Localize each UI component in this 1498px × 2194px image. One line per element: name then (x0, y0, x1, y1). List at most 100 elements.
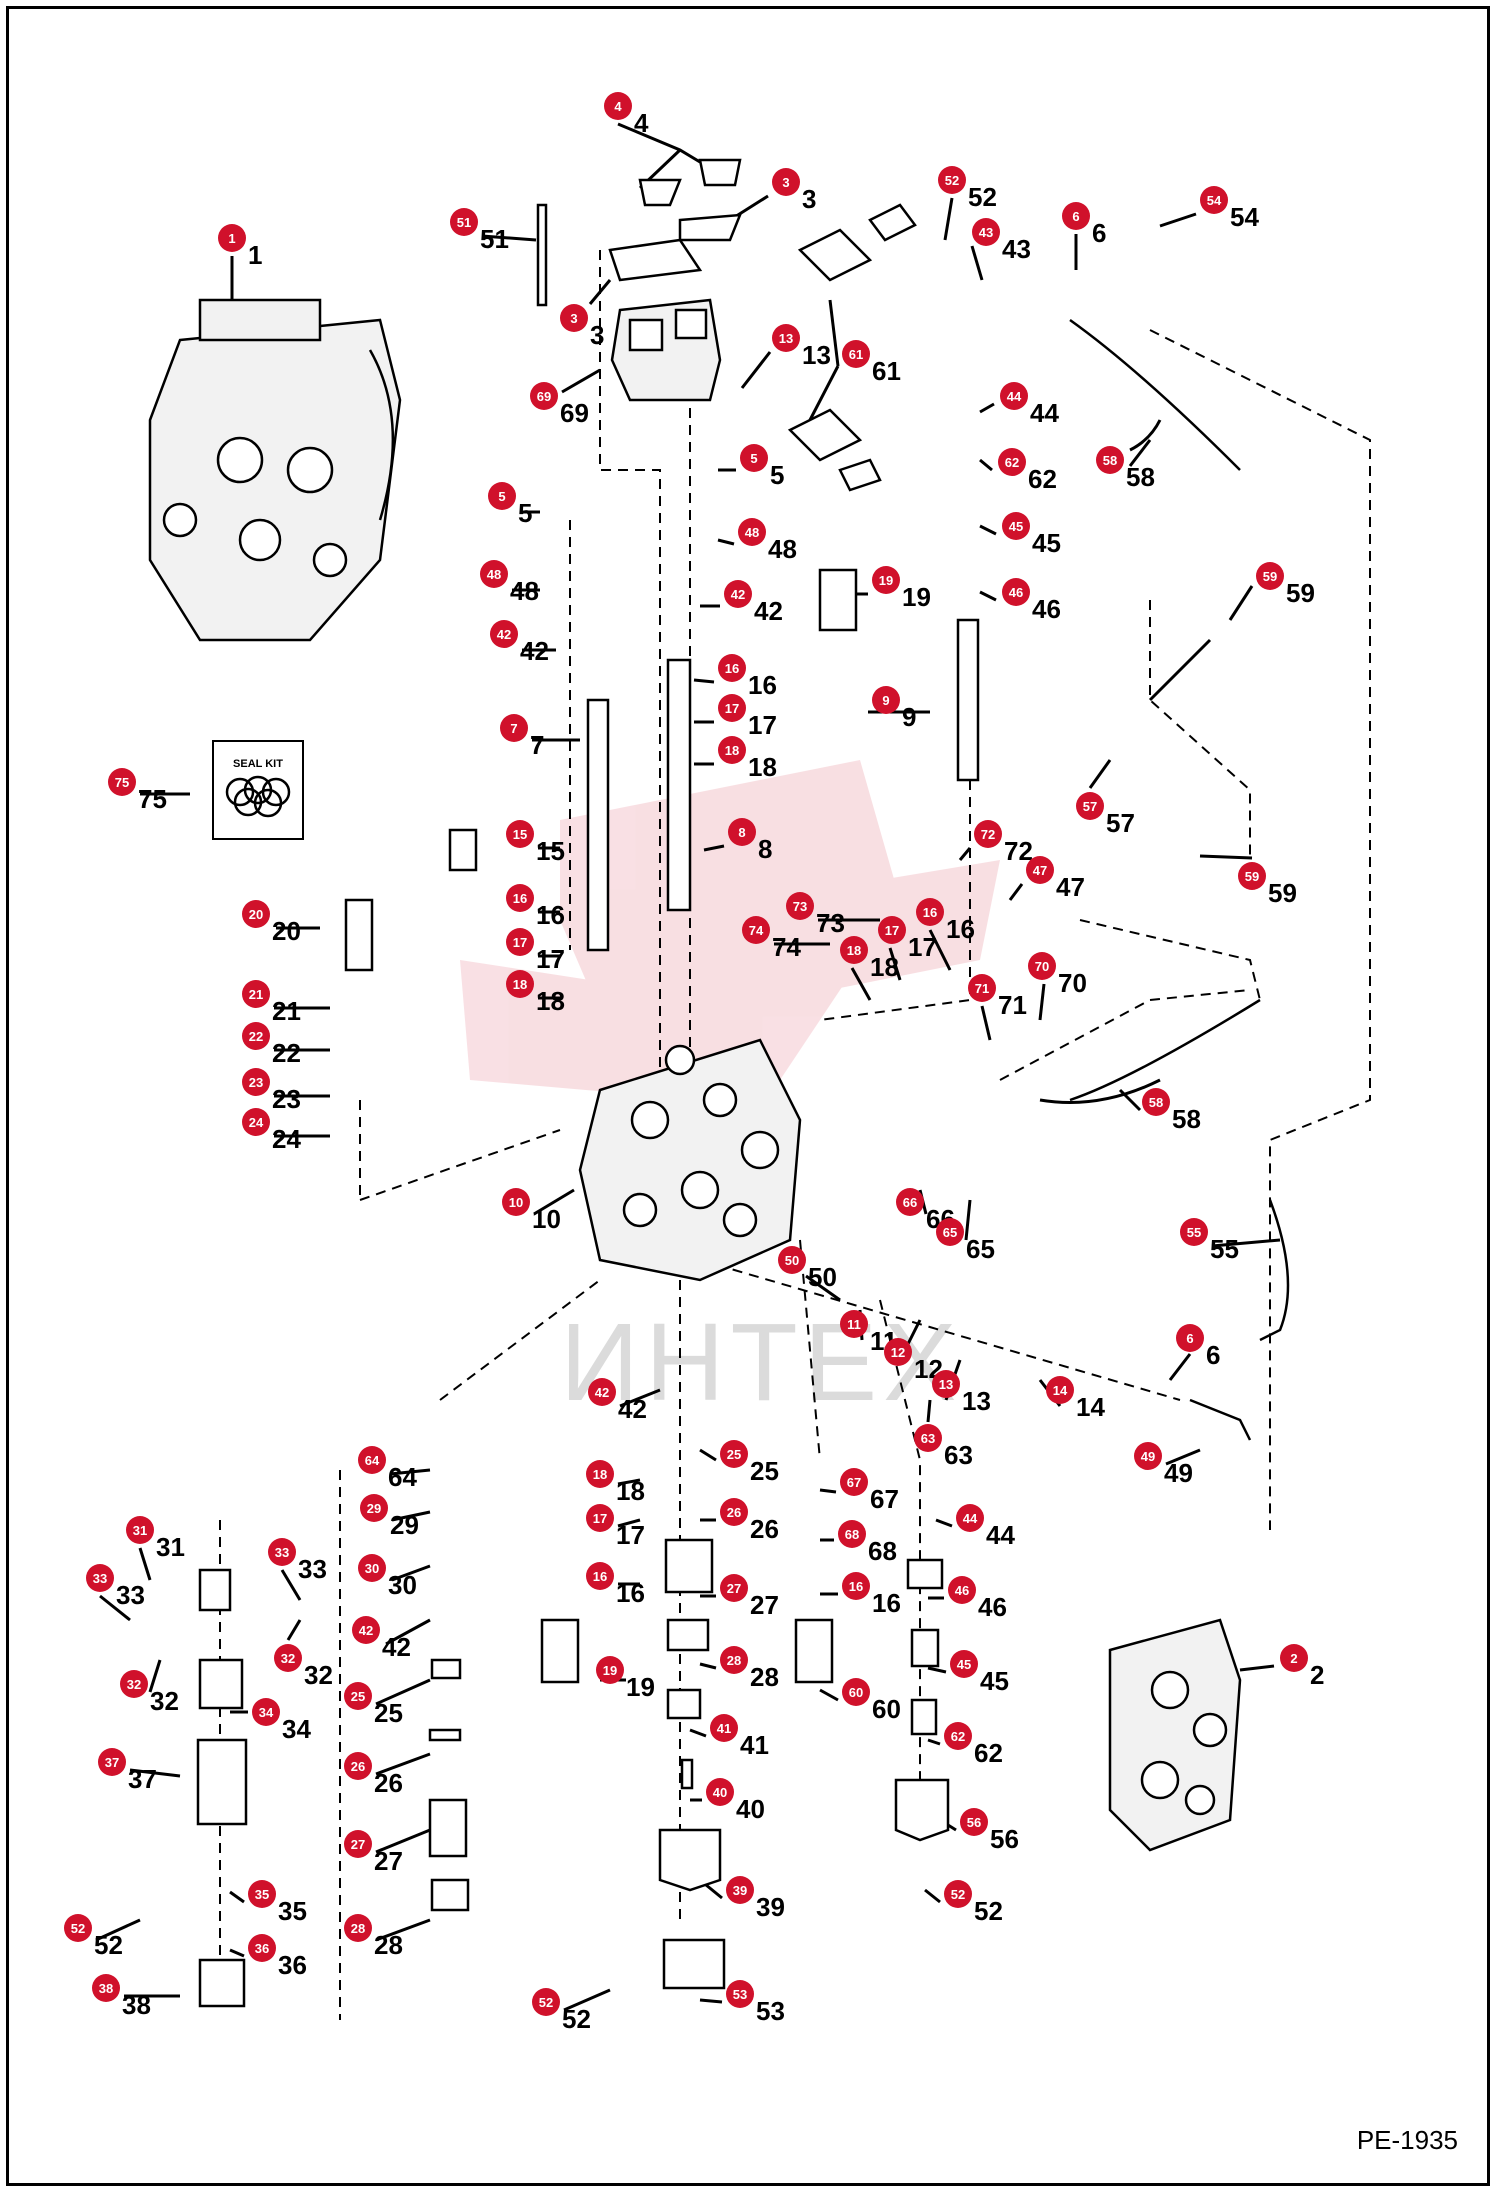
callout-label: 6 (1092, 218, 1106, 249)
callout-label: 52 (562, 2004, 591, 2035)
callout-label: 26 (374, 1768, 403, 1799)
callout-label: 53 (756, 1996, 785, 2027)
callout-label: 33 (298, 1554, 327, 1585)
callout-part-number: 39 (756, 1892, 785, 1922)
callout-part-number: 28 (374, 1930, 403, 1960)
callout-number: 17 (512, 934, 528, 950)
callout-part-number: 50 (808, 1262, 837, 1292)
callout-label: 21 (272, 996, 301, 1027)
callout-number: 46 (1008, 584, 1024, 600)
callout-part-number: 14 (1076, 1392, 1105, 1422)
callout-label: 18 (748, 752, 777, 783)
callout-part-number: 2 (1310, 1660, 1325, 1690)
callout-marker: 19 (596, 1656, 624, 1684)
callout-number: 22 (248, 1028, 264, 1044)
callout-marker: 10 (502, 1188, 530, 1216)
callout-label: 1 (248, 240, 262, 271)
callout-label: 43 (1002, 234, 1031, 265)
callout-label: 45 (1032, 528, 1061, 559)
callout-marker: 45 (1002, 512, 1030, 540)
complete-valve-assembly (148, 298, 402, 642)
callout-label: 46 (1032, 594, 1061, 625)
callout-number: 47 (1032, 862, 1048, 878)
callout-number: 44 (1006, 388, 1022, 404)
callout-label: 4 (634, 108, 648, 139)
callout-part-number: 21 (272, 996, 301, 1026)
callout-label: 49 (1164, 1458, 1193, 1489)
callout-marker: 40 (706, 1778, 734, 1806)
callout-part-number: 17 (536, 944, 565, 974)
callout-marker: 66 (896, 1188, 924, 1216)
callout-label: 13 (962, 1386, 991, 1417)
callout-marker: 16 (506, 884, 534, 912)
callout-marker: 5 (740, 444, 768, 472)
callout-label: 41 (740, 1730, 769, 1761)
callout-marker: 32 (120, 1670, 148, 1698)
callout-part-number: 28 (750, 1662, 779, 1692)
page-frame (6, 6, 1490, 2186)
callout-label: 3 (802, 184, 816, 215)
callout-marker: 41 (710, 1714, 738, 1742)
callout-marker: 74 (742, 916, 770, 944)
callout-number: 42 (496, 626, 512, 642)
callout-number: 48 (744, 524, 760, 540)
callout-number: 43 (978, 224, 994, 240)
callout-label: 71 (998, 990, 1027, 1021)
callout-label: 30 (388, 1570, 417, 1601)
callout-number: 5 (498, 488, 506, 504)
callout-label: 14 (1076, 1392, 1105, 1423)
callout-part-number: 74 (772, 932, 801, 962)
callout-label: 17 (908, 932, 937, 963)
callout-marker: 2 (1280, 1644, 1308, 1672)
callout-marker: 27 (344, 1830, 372, 1858)
callout-number: 66 (902, 1194, 918, 1210)
callout-marker: 58 (1096, 446, 1124, 474)
callout-part-number: 45 (1032, 528, 1061, 558)
callout-label: 37 (128, 1764, 157, 1795)
callout-marker: 60 (842, 1678, 870, 1706)
callout-part-number: 36 (278, 1950, 307, 1980)
solenoid-head (536, 158, 742, 402)
callout-label: 67 (870, 1484, 899, 1515)
callout-part-number: 59 (1286, 578, 1315, 608)
callout-label: 54 (1230, 202, 1259, 233)
callout-label: 42 (754, 596, 783, 627)
callout-part-number: 13 (962, 1386, 991, 1416)
callout-part-number: 16 (748, 670, 777, 700)
callout-label: 19 (626, 1672, 655, 1703)
callout-marker: 72 (974, 820, 1002, 848)
callout-number: 3 (782, 174, 790, 190)
callout-part-number: 58 (1172, 1104, 1201, 1134)
callout-marker: 59 (1238, 862, 1266, 890)
callout-label: 18 (870, 952, 899, 983)
callout-marker: 52 (938, 166, 966, 194)
callout-part-number: 73 (816, 908, 845, 938)
callout-number: 13 (938, 1376, 954, 1392)
main-valve-body (578, 1038, 802, 1282)
harness-connectors (787, 203, 917, 492)
callout-part-number: 52 (968, 182, 997, 212)
callout-label: 35 (278, 1896, 307, 1927)
callout-part-number: 27 (374, 1846, 403, 1876)
seal-kit-label: SEAL KIT (233, 758, 283, 770)
callout-part-number: 13 (802, 340, 831, 370)
callout-number: 13 (778, 330, 794, 346)
callout-label: 29 (390, 1510, 419, 1541)
callout-label: 73 (816, 908, 845, 939)
callout-label: 18 (616, 1476, 645, 1507)
callout-part-number: 42 (618, 1394, 647, 1424)
callout-part-number: 56 (990, 1824, 1019, 1854)
callout-marker: 5 (488, 482, 516, 510)
callout-marker: 61 (842, 340, 870, 368)
callout-part-number: 58 (1126, 462, 1155, 492)
callout-number: 49 (1140, 1448, 1156, 1464)
callout-part-number: 32 (304, 1660, 333, 1690)
callout-marker: 35 (248, 1880, 276, 1908)
callout-label: 59 (1286, 578, 1315, 609)
callout-number: 6 (1186, 1330, 1194, 1346)
callout-part-number: 23 (272, 1084, 301, 1114)
callout-number: 16 (724, 660, 740, 676)
callout-part-number: 33 (298, 1554, 327, 1584)
springs-and-caps (196, 1538, 950, 2008)
